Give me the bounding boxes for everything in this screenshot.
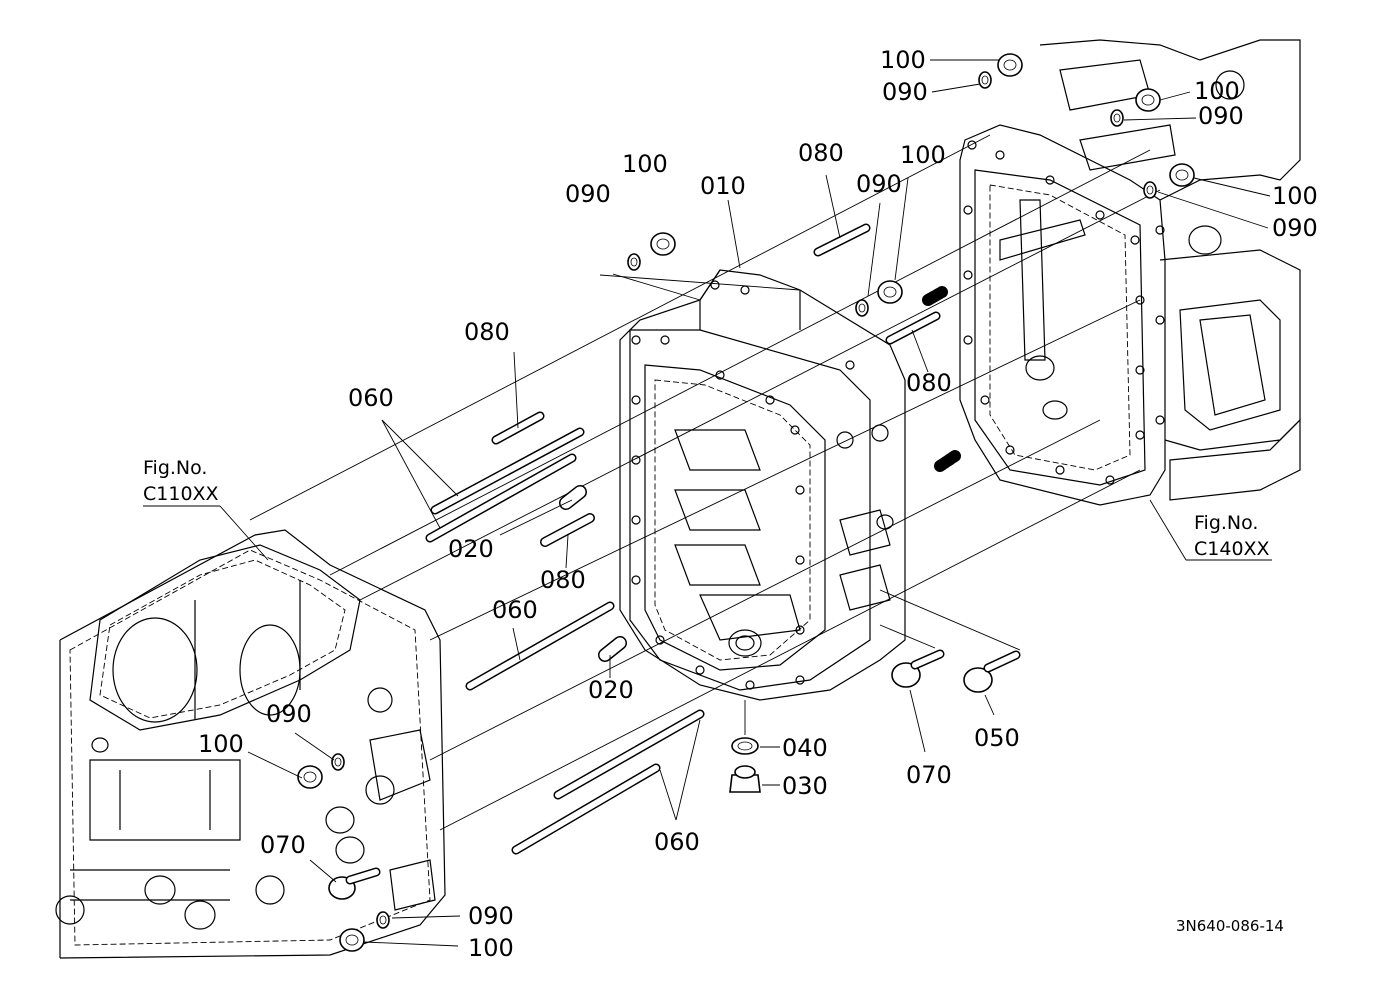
washer-090 (855, 299, 869, 317)
nut-100 (650, 232, 676, 256)
nut-100 (877, 280, 903, 304)
fig-ref-label: Fig.No. (143, 457, 207, 479)
nut-100 (1169, 163, 1195, 187)
plug-070 (328, 867, 381, 900)
callout-060: 060 (492, 596, 538, 624)
callout-100: 100 (900, 141, 946, 169)
center-transmission-case-010 (619, 269, 906, 701)
fig-ref-code: C110XX (143, 483, 219, 505)
callout-100: 100 (468, 934, 514, 962)
dowel-020 (598, 636, 627, 662)
callout-100: 100 (198, 730, 244, 758)
nut-100 (339, 928, 365, 952)
callout-090: 090 (266, 700, 312, 728)
plug-050 (963, 650, 1021, 693)
bolt-holes-center (631, 280, 855, 690)
nut-100 (997, 53, 1023, 77)
callout-100: 100 (1272, 182, 1318, 210)
left-transmission-case (55, 529, 446, 959)
washer-090 (1143, 181, 1157, 199)
callout-060: 060 (348, 384, 394, 412)
callout-090: 090 (856, 170, 902, 198)
callout-020: 020 (448, 535, 494, 563)
callout-labels: 100 090 100 090 100 090 100 090 010 080 … (198, 46, 1318, 962)
plug-070 (891, 649, 945, 688)
callout-020: 020 (588, 676, 634, 704)
callout-050: 050 (974, 724, 1020, 752)
callout-100: 100 (1194, 77, 1240, 105)
callout-090: 090 (882, 78, 928, 106)
stud-080 (813, 223, 871, 257)
leader-lines (143, 59, 1272, 947)
callout-030: 030 (782, 772, 828, 800)
figure-id: 3N640-086-14 (1176, 917, 1284, 935)
gasket-040 (731, 737, 759, 755)
callout-090: 090 (1272, 214, 1318, 242)
callout-080: 080 (798, 139, 844, 167)
callout-090: 090 (1198, 102, 1244, 130)
callout-090: 090 (565, 180, 611, 208)
callout-090: 090 (468, 902, 514, 930)
figure-reference-right: Fig.No. C140XX (1194, 512, 1270, 560)
callout-080: 080 (906, 369, 952, 397)
callout-070: 070 (906, 761, 952, 789)
stud-060 (465, 601, 615, 691)
figure-reference-left: Fig.No. C110XX (143, 457, 219, 505)
fig-ref-code: C140XX (1194, 538, 1270, 560)
washer-090 (376, 911, 390, 929)
callout-080: 080 (464, 318, 510, 346)
assembly-guide-lines (249, 134, 1161, 831)
nut-100 (1135, 88, 1161, 112)
bolt-holes-right (963, 140, 1165, 485)
callout-100: 100 (622, 150, 668, 178)
dowel (922, 286, 948, 306)
callout-040: 040 (782, 734, 828, 762)
washer-090 (627, 253, 641, 271)
drain-plug-030 (729, 765, 761, 793)
washer-090 (1110, 109, 1124, 127)
nut-100 (297, 765, 323, 789)
stud-060 (553, 709, 705, 800)
stud-060 (425, 453, 577, 543)
stud-080 (885, 311, 941, 345)
callout-080: 080 (540, 566, 586, 594)
stud-060 (430, 427, 585, 515)
dowel (934, 450, 961, 472)
fig-ref-label: Fig.No. (1194, 512, 1258, 534)
washer-090 (331, 753, 345, 771)
stud-080 (540, 513, 595, 547)
right-transmission-case (959, 39, 1301, 506)
washer-090 (978, 71, 992, 89)
callout-060: 060 (654, 828, 700, 856)
callout-100: 100 (880, 46, 926, 74)
callout-010: 010 (700, 172, 746, 200)
dowel-020 (559, 485, 587, 510)
stud-060 (511, 763, 661, 855)
callout-070: 070 (260, 831, 306, 859)
small-parts (297, 53, 1195, 952)
